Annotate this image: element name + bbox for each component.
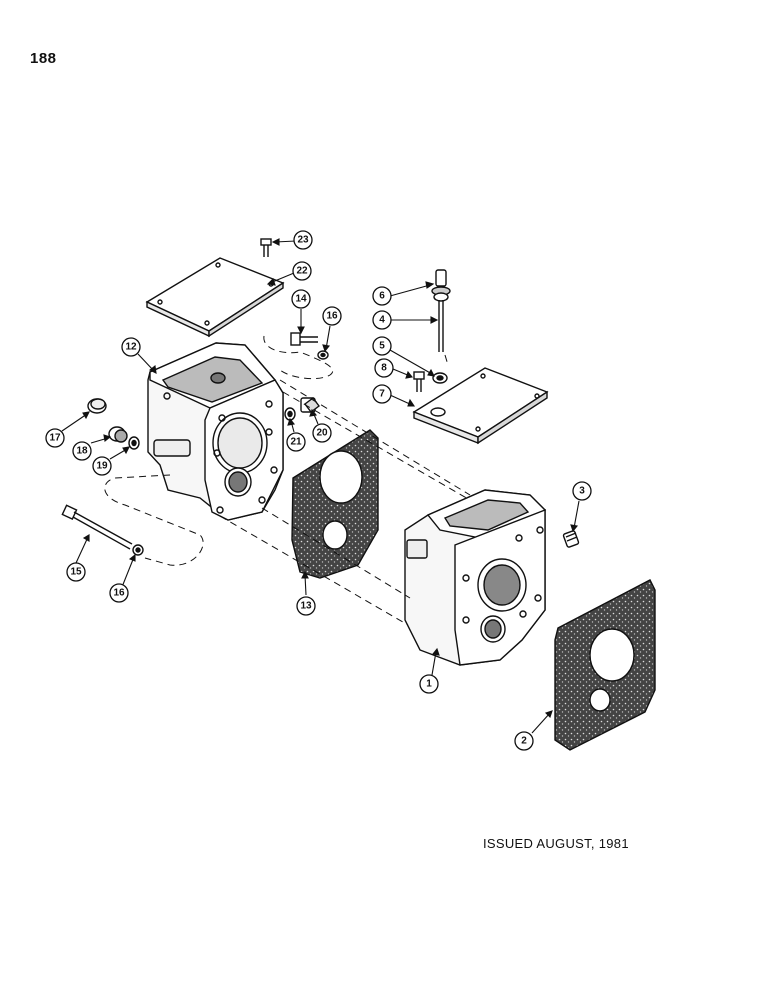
cover-plate-22 xyxy=(145,257,285,338)
callout-21: 21 xyxy=(290,437,302,448)
washer-19 xyxy=(128,436,140,450)
callout-4: 4 xyxy=(379,315,385,326)
bolt-15 xyxy=(61,504,133,550)
plug-18 xyxy=(108,426,128,443)
issued-date: ISSUED AUGUST, 1981 xyxy=(483,836,629,851)
rear-housing-1 xyxy=(404,489,547,666)
bolt-23 xyxy=(260,238,272,257)
callout-17: 17 xyxy=(49,433,61,444)
callout-13: 13 xyxy=(300,601,312,612)
callout-16-lower: 16 xyxy=(113,588,125,599)
washer-16-lower xyxy=(132,544,144,556)
callout-23: 23 xyxy=(297,235,309,246)
callout-20: 20 xyxy=(316,428,328,439)
callout-19: 19 xyxy=(96,461,108,472)
washer-21 xyxy=(284,407,296,421)
gasket-13 xyxy=(291,429,379,579)
alignment-lines xyxy=(104,335,471,626)
front-housing-12 xyxy=(147,342,284,521)
bolt-14 xyxy=(290,332,318,346)
callout-8: 8 xyxy=(381,363,387,374)
page-number: 188 xyxy=(30,50,57,67)
plug-17 xyxy=(87,398,107,414)
leader-lines xyxy=(61,238,580,734)
fitting-20 xyxy=(300,397,320,413)
callout-circles xyxy=(45,230,592,751)
callout-6: 6 xyxy=(379,291,385,302)
callout-15: 15 xyxy=(70,567,82,578)
callout-14: 14 xyxy=(295,294,307,305)
callout-18: 18 xyxy=(76,446,88,457)
washer-5 xyxy=(432,372,448,384)
cover-plate-7 xyxy=(412,367,549,445)
callout-7: 7 xyxy=(379,389,385,400)
callout-22: 22 xyxy=(296,266,308,277)
callout-5: 5 xyxy=(379,341,385,352)
washer-16-upper xyxy=(317,350,329,360)
callout-2: 2 xyxy=(521,736,527,747)
callout-16-upper: 16 xyxy=(326,311,338,322)
plug-3 xyxy=(562,530,580,548)
callout-3: 3 xyxy=(579,486,585,497)
dipstick-4 xyxy=(431,269,451,352)
callout-1: 1 xyxy=(426,679,432,690)
callout-12: 12 xyxy=(125,342,137,353)
gasket-2 xyxy=(554,579,656,751)
bolt-8 xyxy=(413,371,425,392)
